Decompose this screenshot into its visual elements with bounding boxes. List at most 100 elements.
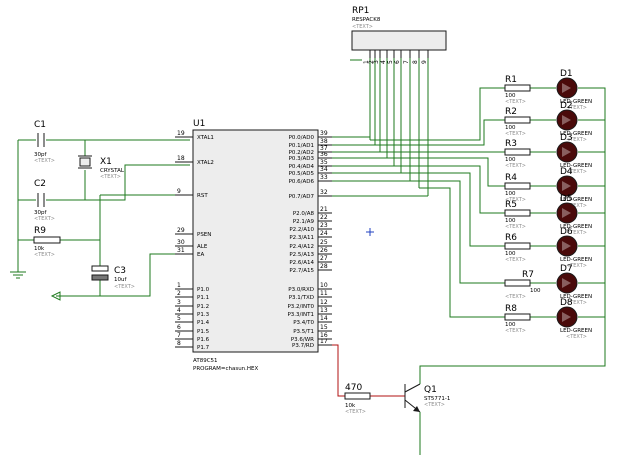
pin-name: P1.5	[197, 329, 210, 335]
resistor-placeholder: <TEXT>	[505, 131, 526, 137]
pin-number: 2	[177, 290, 181, 297]
crystal-x1[interactable]: X1 CRYSTAL <TEXT>	[78, 155, 125, 180]
mcu-pin-p1-2[interactable]: 3P1.2	[175, 299, 209, 310]
pin-name: P3.7/RD	[292, 343, 314, 349]
pin-name: P3.6/WR	[291, 337, 314, 343]
resistor-ref: R1	[505, 75, 517, 85]
wire-network	[10, 50, 606, 455]
resistor-ref: R4	[505, 173, 517, 183]
capacitor-c3[interactable]: C3 10uf <TEXT>	[91, 265, 135, 290]
pin-number: 5	[177, 315, 181, 322]
pin-name: P3.4/T0	[293, 320, 314, 326]
pin-number: 4	[177, 307, 181, 314]
pin-number: 3	[177, 299, 181, 306]
pin-number: 19	[177, 130, 185, 137]
pin-number: 11	[320, 290, 328, 297]
u1-ref: U1	[193, 119, 205, 129]
mcu-pin-p1-1[interactable]: 2P1.1	[175, 290, 209, 301]
rp1-pin-label: 8	[412, 60, 419, 64]
mcu-pin-p1-0[interactable]: 1P1.0	[175, 282, 210, 293]
c3-ref: C3	[114, 266, 126, 276]
resistor-base[interactable]: 470 10k <TEXT>	[344, 383, 371, 415]
pin-number: 30	[177, 239, 185, 246]
pin-number: 13	[320, 307, 328, 314]
resistor-value: 100	[505, 191, 516, 197]
pin-number: 25	[320, 239, 328, 246]
capacitor-c1[interactable]: C1 30pf <TEXT>	[34, 120, 55, 164]
pin-name: P0.1/AD1	[289, 143, 314, 149]
pin-number: 7	[177, 332, 181, 339]
pin-name: P0.4/AD4	[289, 164, 315, 170]
mcu-pin-p1-6[interactable]: 7P1.6	[175, 332, 210, 343]
c2-placeholder: <TEXT>	[34, 216, 55, 222]
r9-ref: R9	[34, 226, 46, 236]
pin-name: P0.3/AD3	[289, 156, 315, 162]
pin-name: ALE	[197, 244, 208, 250]
pin-name: P2.5/A13	[289, 252, 314, 258]
pin-number: 29	[177, 227, 185, 234]
pin-number: 28	[320, 263, 328, 270]
pin-name: P1.1	[197, 295, 209, 301]
transistor-q1[interactable]: Q1 ST5771-1 <TEXT>	[404, 383, 450, 413]
mcu-pin-p1-3[interactable]: 4P1.3	[175, 307, 210, 318]
pin-number: 37	[320, 145, 328, 152]
rp1-ref: RP1	[352, 6, 369, 16]
led-value: LED-GREEN	[560, 131, 592, 137]
mcu-pin-p1-5[interactable]: 6P1.5	[175, 324, 210, 335]
pin-number: 24	[320, 230, 328, 237]
mcu-pin-p1-4[interactable]: 5P1.4	[175, 315, 210, 326]
r9-value: 10k	[34, 246, 45, 252]
mcu-pin-p1-7[interactable]: 8P1.7	[175, 340, 210, 351]
resistor-r9[interactable]: R9 10k <TEXT>	[33, 226, 61, 258]
capacitor-c2[interactable]: C2 30pf <TEXT>	[34, 179, 55, 222]
